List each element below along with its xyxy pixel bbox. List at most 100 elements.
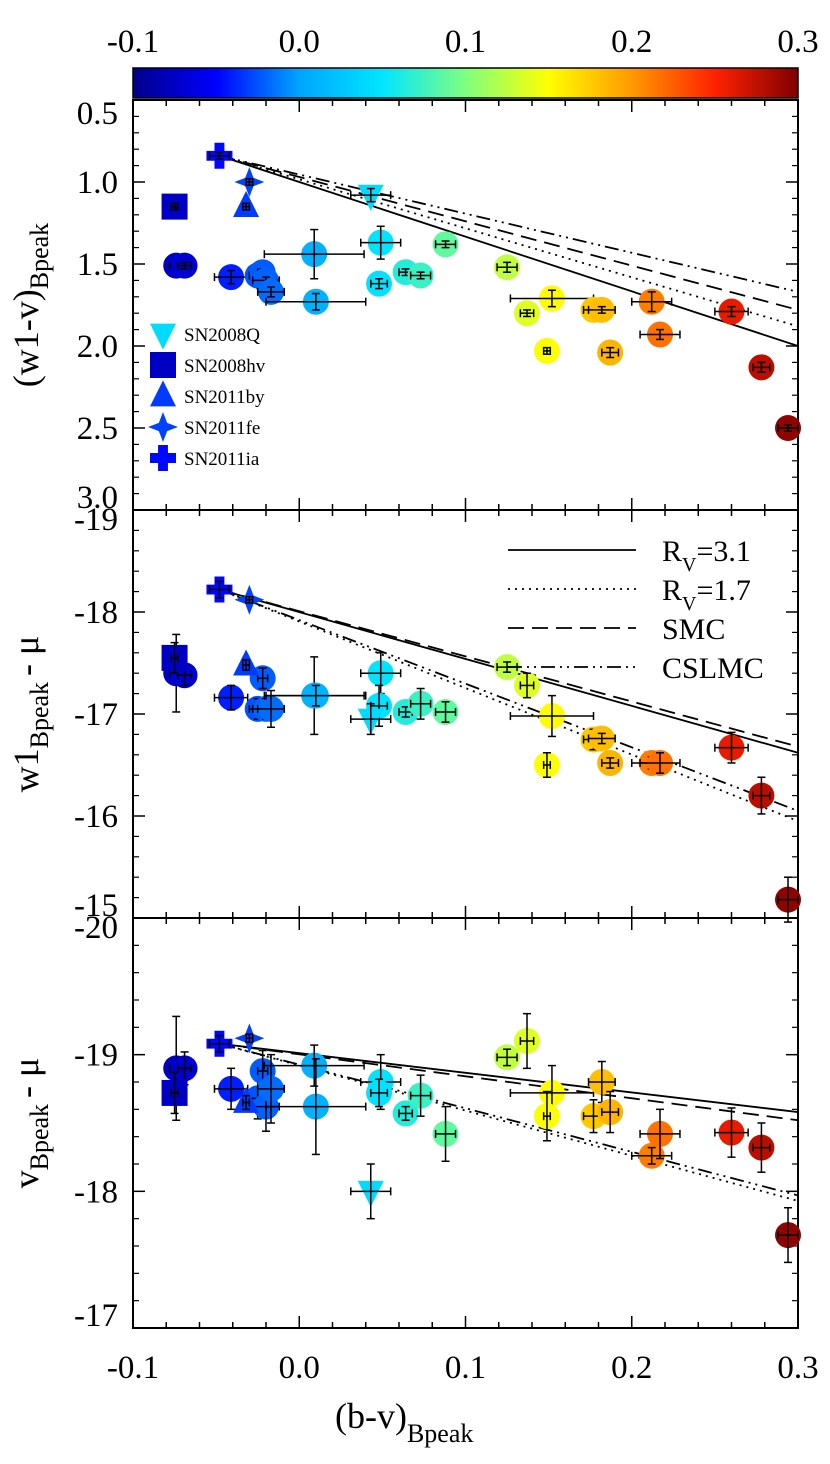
legend-sn-label: SN2008hv [184,356,266,377]
legend-line-item: RV=3.1 [508,535,751,576]
reddening-line [219,588,799,822]
error-bar [350,187,392,203]
y-tick-label: 0.5 [77,96,118,132]
data-point [748,1122,775,1173]
data-point [494,1044,521,1071]
panel-top-ylabel: (w1-v)Bpeak [6,223,54,387]
data-point [509,694,595,738]
error-bar [263,1044,365,1087]
reddening-line [219,154,799,347]
data-point [631,1142,673,1169]
data-point [171,252,198,279]
panel-top-reddening-lines [219,154,799,347]
panel-top-ticks: 0.51.01.52.02.53.0 [77,96,799,516]
x-tick-label: 0.0 [279,1350,320,1386]
data-point-sn2011fe [234,167,265,197]
legend-sn-marker [150,323,176,350]
error-bar [631,1146,673,1165]
legend-sn-item: SN2011ia [150,445,260,471]
data-point [432,698,459,725]
error-bar [542,752,552,778]
error-bar [208,1034,231,1053]
data-point [265,1058,367,1156]
error-bar [639,328,681,341]
panel-bottom: -20-19-18-17 vBpeak- μ [6,910,802,1334]
legend-sn-item: SN2011by [150,380,265,408]
error-bar [752,776,771,815]
data-point [407,262,434,289]
error-bar [208,580,231,599]
y-tick-label: -20 [74,910,118,946]
panel-middle-ticks: -19-18-17-16-15 [74,502,799,924]
data-point [597,339,624,366]
data-point [263,228,365,280]
data-point [213,264,249,291]
error-bar [170,1071,179,1115]
error-bar [241,202,251,211]
error-bar [496,661,518,673]
error-bar [601,346,620,359]
data-point-sn2008q [350,184,392,211]
data-point [256,278,286,305]
error-bar [256,667,269,690]
data-point [714,298,749,325]
error-bar [601,1090,620,1134]
data-point-sn2011ia [206,576,233,603]
x-tick-label: 0.3 [777,1350,818,1386]
data-point [597,1090,624,1134]
colorbar-tick-label: 0.2 [611,24,652,60]
y-tick-label: 2.5 [77,411,118,447]
panel-middle-points [161,576,802,923]
error-bar [177,261,192,270]
data-point [639,321,681,348]
legend-sn-item: SN2008Q [150,323,260,350]
legend-sn-label: SN2008Q [184,325,260,346]
error-bar [777,1206,799,1264]
error-bar [639,752,681,774]
error-bar [256,689,286,729]
error-bar [434,1105,457,1163]
data-point-sn2011fe [234,584,265,615]
data-point [366,1078,393,1108]
reddening-line [219,588,799,812]
error-bar [639,1108,681,1160]
data-point-sn2011ia [206,1030,233,1057]
panel-bottom-frame [132,917,799,1329]
data-point [748,776,775,815]
data-point [631,288,673,315]
data-point-sn2011fe [234,1023,265,1054]
error-bar [409,1074,432,1117]
data-point-sn2008q [350,703,392,736]
error-bar [208,151,231,160]
data-point [748,354,775,381]
data-point [587,725,616,752]
error-bar [752,1122,771,1173]
error-bar [509,694,595,738]
x-tick-label: 0.2 [611,1350,652,1386]
legend-sn-marker [150,445,176,471]
reddening-line [219,154,799,311]
legend-sn-marker [148,412,178,442]
legend-sn-label: SN2011by [184,387,265,408]
data-point [494,254,521,281]
error-bar [265,1058,367,1156]
error-bar [542,1090,552,1142]
y-tick-label: -19 [74,1038,118,1074]
data-point [775,415,802,441]
data-point [533,1090,560,1142]
legend-sn-marker [150,380,176,407]
colorbar-tick-label: 0.0 [279,24,320,60]
y-tick-label: -19 [74,502,118,538]
data-point [533,752,560,778]
error-bar [245,177,254,187]
reddening-line [219,154,799,293]
error-bar [265,292,367,311]
y-tick-label: 1.0 [77,165,118,201]
panel-bottom-points [161,1012,802,1264]
error-bar [777,423,799,433]
x-tick-label: -0.1 [107,1350,159,1386]
error-bar [519,309,535,318]
data-point [514,1012,541,1070]
